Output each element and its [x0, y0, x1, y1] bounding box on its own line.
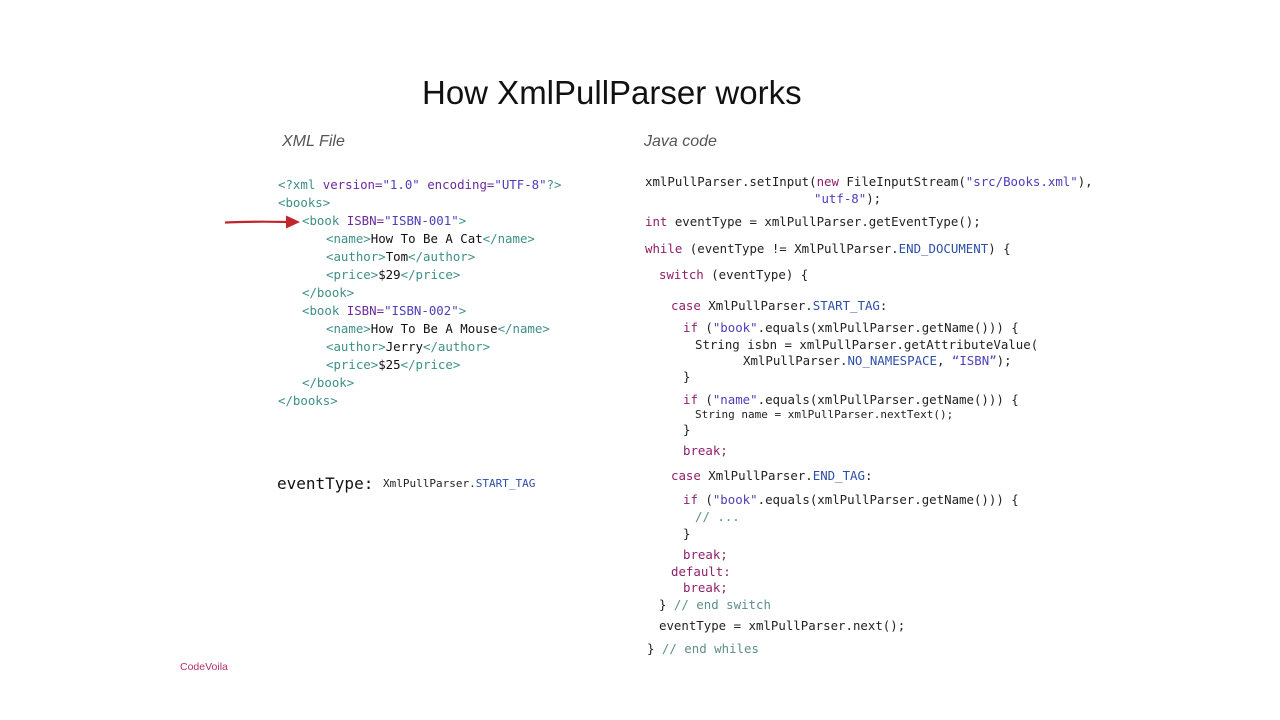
xml-book2-close: </book> [302, 375, 355, 390]
xml-book1-open: <book ISBN="ISBN-001"> [302, 213, 467, 228]
java-code-block: xmlPullParser.setInput(new FileInputStre… [0, 0, 1093, 656]
java-line-break-1: break; [683, 443, 728, 458]
xml-file-heading: XML File [282, 133, 345, 150]
java-line-break-2: break; [683, 547, 728, 562]
java-line-case-end-tag: case XmlPullParser.END_TAG: [671, 468, 873, 483]
xml-book2-name: <name>How To Be A Mouse</name> [326, 321, 550, 336]
java-line-geteventtype: int eventType = xmlPullParser.getEventTy… [645, 214, 981, 229]
java-line-namespace: XmlPullParser.NO_NAMESPACE, “ISBN”); [743, 353, 1012, 368]
xml-book2-author: <author>Jerry</author> [326, 339, 491, 354]
java-line-if-name: if ("name".equals(xmlPullParser.getName(… [683, 392, 1019, 407]
xml-book1-close: </book> [302, 285, 355, 300]
java-code-heading: Java code [644, 133, 717, 150]
xml-books-open: <books> [278, 195, 331, 210]
event-type-label: eventType: [277, 474, 374, 493]
java-line-break-3: break; [683, 580, 728, 595]
slide-title: How XmlPullParser works [422, 74, 802, 111]
java-line-default: default: [671, 564, 731, 579]
brand-logo: CodeVoila [180, 661, 228, 673]
java-line-close-if-book: } [683, 369, 691, 384]
java-line-nexttext: String name = xmlPullParser.nextText(); [695, 408, 954, 421]
java-line-switch: switch (eventType) { [659, 267, 809, 282]
java-line-close-if-name: } [683, 422, 691, 437]
java-line-end-while: } // end whiles [647, 641, 759, 656]
xml-code-block: <?xml version="1.0" encoding="UTF-8"?> <… [0, 0, 562, 408]
xml-declaration: <?xml version="1.0" encoding="UTF-8"?> [278, 177, 562, 192]
event-type-value: XmlPullParser.START_TAG [383, 477, 536, 490]
java-line-end-switch: } // end switch [659, 597, 771, 612]
java-line-close-if-book-end: } [683, 526, 691, 541]
java-line-next: eventType = xmlPullParser.next(); [659, 618, 906, 633]
java-line-ellipsis-comment: // ... [695, 509, 740, 524]
java-line-if-book: if ("book".equals(xmlPullParser.getName(… [683, 320, 1019, 335]
java-line-setinput: xmlPullParser.setInput(new FileInputStre… [645, 174, 1093, 189]
java-line-while: while (eventType != XmlPullParser.END_DO… [645, 241, 1011, 256]
current-position-arrow-icon [225, 215, 300, 229]
xml-books-close: </books> [278, 393, 338, 408]
java-line-if-book-end: if ("book".equals(xmlPullParser.getName(… [683, 492, 1019, 507]
xml-book1-price: <price>$29</price> [326, 267, 461, 282]
xml-book1-author: <author>Tom</author> [326, 249, 476, 264]
xml-book2-open: <book ISBN="ISBN-002"> [302, 303, 467, 318]
java-line-isbn: String isbn = xmlPullParser.getAttribute… [695, 337, 1039, 352]
java-line-encoding: "utf-8"); [814, 191, 882, 206]
java-line-case-start-tag: case XmlPullParser.START_TAG: [671, 298, 888, 313]
xml-book2-price: <price>$25</price> [326, 357, 461, 372]
xml-book1-name: <name>How To Be A Cat</name> [326, 231, 535, 246]
